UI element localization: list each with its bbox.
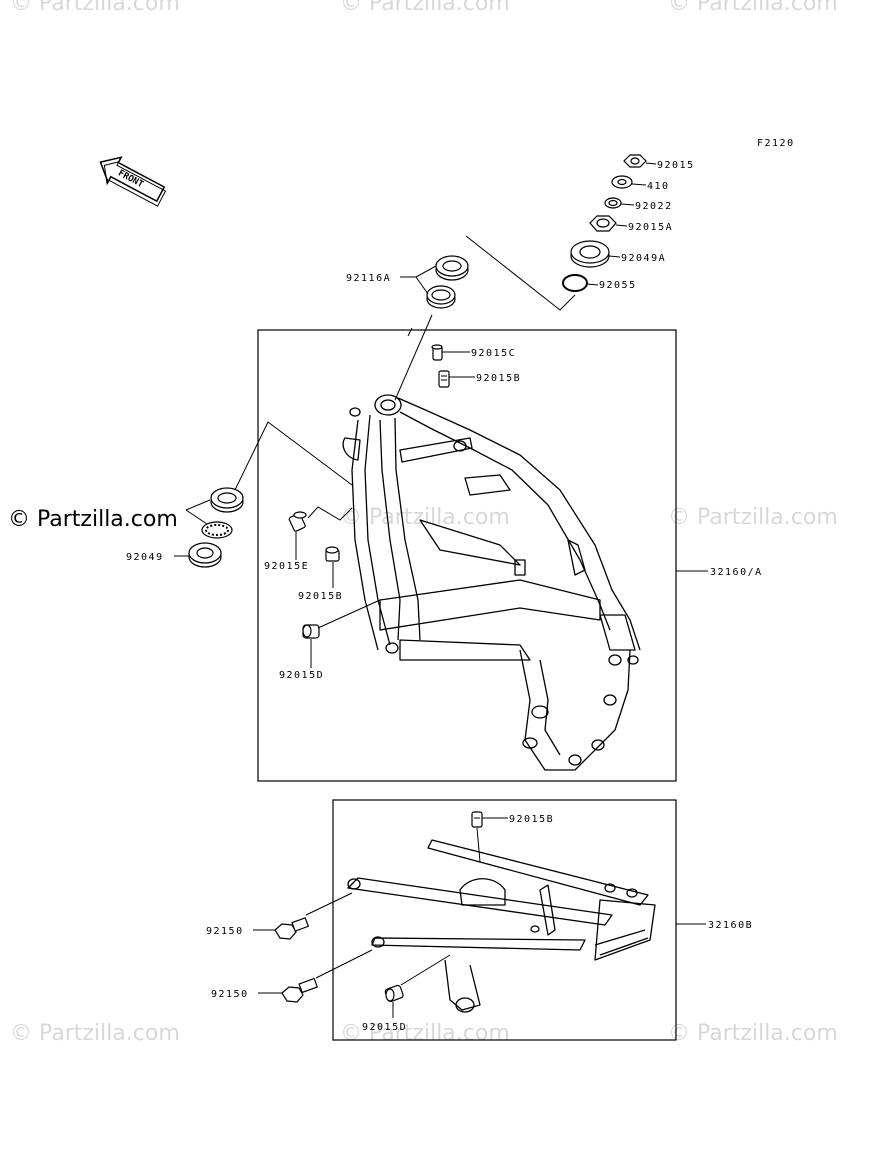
race-92116-left-icon — [210, 487, 244, 513]
bolt-92150-a-icon — [274, 917, 310, 940]
watermark-bg — [0, 504, 186, 532]
watermark-mid-center: © Partzilla.com — [340, 505, 510, 530]
label-92055: 92055 — [599, 280, 637, 291]
plug-92015C-icon — [431, 344, 443, 361]
frame-32160A-box — [257, 329, 677, 782]
bearing-92049-icon — [188, 542, 222, 568]
bolt-92150-b-icon — [281, 977, 318, 1003]
main-frame-drawing — [342, 394, 641, 771]
watermark-top-center: © Partzilla.com — [340, 0, 510, 16]
label-92049A: 92049A — [621, 253, 666, 264]
subframe-drawing — [347, 839, 656, 1013]
washer-92022-icon — [604, 197, 622, 209]
washer-410-icon — [611, 175, 633, 189]
oring-92055-icon — [562, 274, 588, 292]
label-32160A: 32160/A — [710, 567, 763, 578]
watermark-main: © Partzilla.com — [8, 507, 178, 532]
nut-92015A-icon — [589, 215, 617, 232]
watermark-bottom-left: © Partzilla.com — [10, 1021, 180, 1046]
label-92015D-mid: 92015D — [279, 670, 324, 681]
label-92015E: 92015E — [264, 561, 309, 572]
label-32160B: 32160B — [708, 920, 753, 931]
plug-92015E-icon — [288, 511, 307, 532]
label-92015D-sub: 92015D — [362, 1022, 407, 1033]
watermark-mid-right: © Partzilla.com — [668, 505, 838, 530]
plug-92015B-sub-icon — [471, 811, 483, 828]
front-arrow-icon: FRONT — [99, 156, 167, 207]
race-92116A-lower-icon — [426, 285, 456, 309]
bearing-92049A-icon — [570, 240, 610, 268]
plug-92015B-mid-icon — [325, 546, 340, 562]
label-92022: 92022 — [635, 201, 673, 212]
plug-92015D-sub-icon — [384, 984, 404, 1003]
subframe-32160B-box — [332, 799, 677, 1041]
label-92015A: 92015A — [628, 222, 673, 233]
watermark-top-left: © Partzilla.com — [10, 0, 180, 16]
watermark-top-right: © Partzilla.com — [668, 0, 838, 16]
label-92015B-mid: 92015B — [298, 591, 343, 602]
diagram-code: F2120 — [757, 138, 795, 149]
label-92150-b: 92150 — [211, 989, 249, 1000]
plug-92015B-top-icon — [438, 370, 450, 388]
label-92015B-sub: 92015B — [509, 814, 554, 825]
label-92015C: 92015C — [471, 348, 516, 359]
label-92049: 92049 — [126, 552, 164, 563]
label-410: 410 — [647, 181, 670, 192]
plug-92015D-mid-icon — [302, 624, 320, 639]
watermark-bottom-right: © Partzilla.com — [668, 1021, 838, 1046]
watermark-bottom-center: © Partzilla.com — [340, 1021, 510, 1046]
label-92015: 92015 — [657, 160, 695, 171]
nut-92015-icon — [623, 154, 647, 168]
label-92116A: 92116A — [346, 273, 391, 284]
tapered-bearing-icon — [201, 521, 233, 539]
label-92015B-top: 92015B — [476, 373, 521, 384]
label-92150-a: 92150 — [206, 926, 244, 937]
race-92116A-upper-icon — [435, 255, 469, 281]
